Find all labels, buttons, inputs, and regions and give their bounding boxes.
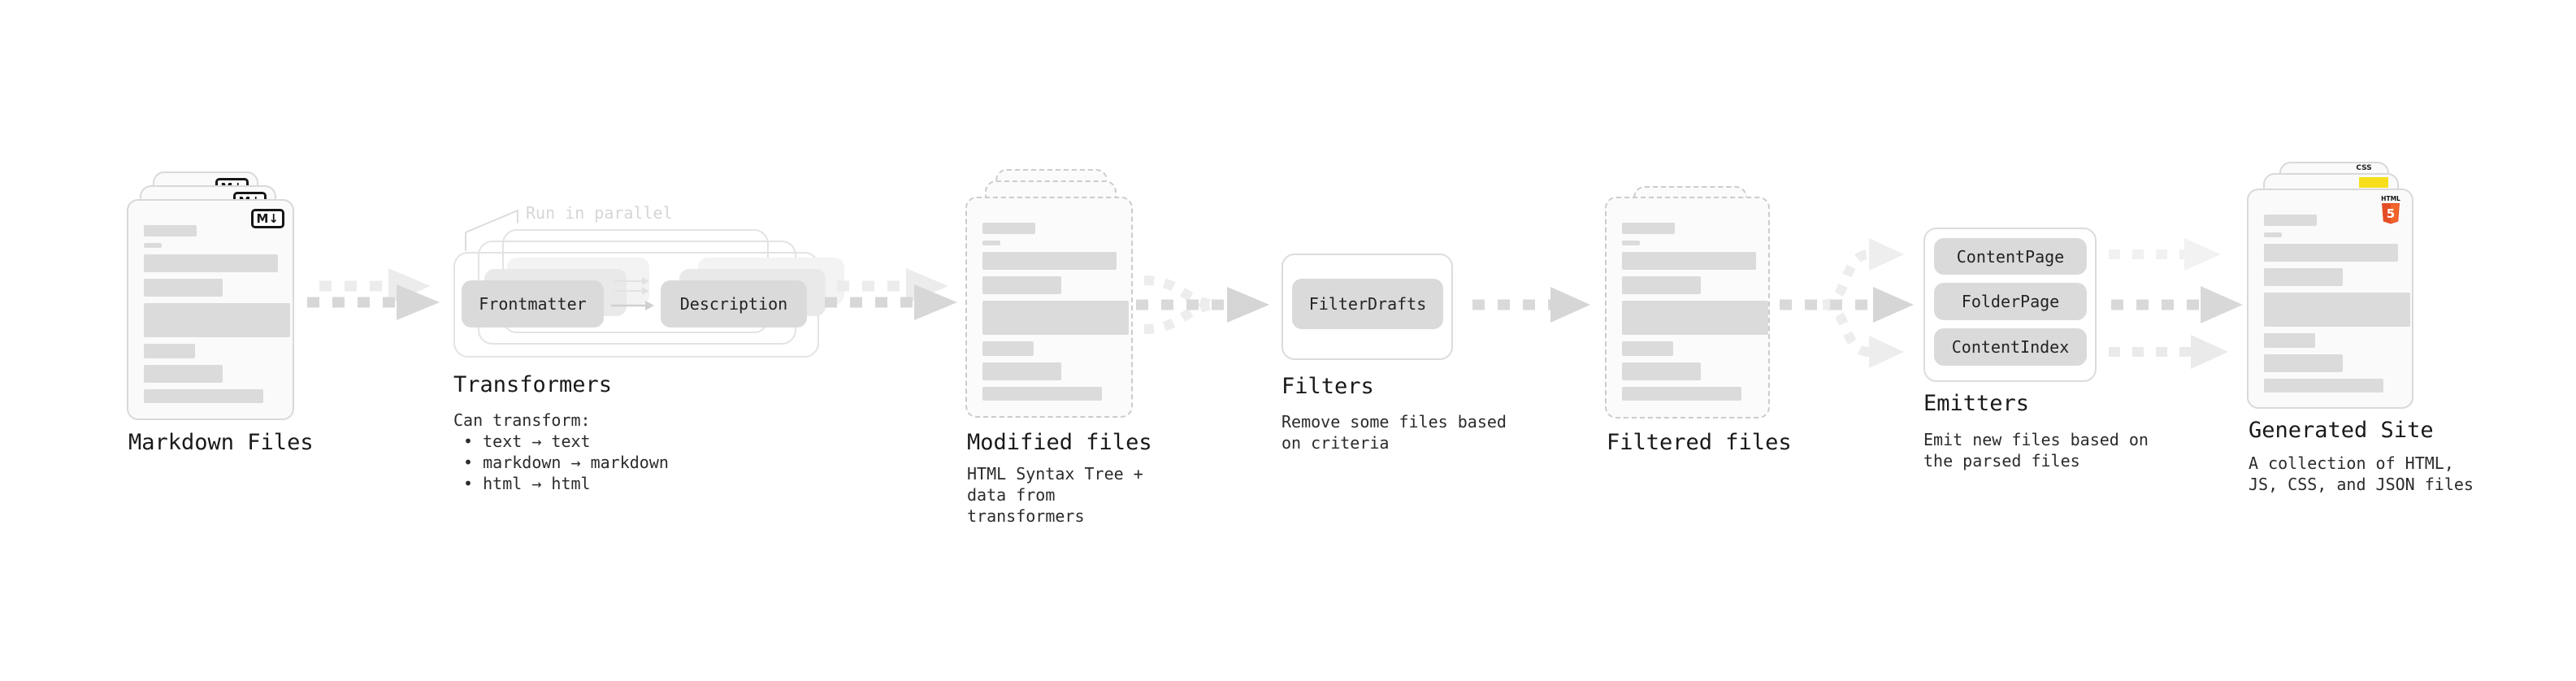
stage-description-filters: Remove some files based on criteria [1281,412,1507,453]
stage-label-modified-files: Modified files [967,430,1152,455]
emitter-folderpage-button: FolderPage [1934,283,2087,320]
document-text-placeholder [2264,215,2410,393]
stage-label-filtered-files: Filtered files [1607,430,1792,455]
stage-title-filters: Filters [1281,374,1374,399]
flow-arrow-transformers-to-modified [825,268,957,320]
transformer-description-button: Description [661,280,807,327]
stage-description-emitters: Emit new files based on the parsed files [1923,430,2149,471]
document-card-front: HTML 5 [2247,189,2413,409]
document-text-placeholder [1622,223,1768,401]
stage-transformers: Run in parallel Frontmatter Description … [453,195,844,536]
stage-title-transformers: Transformers [453,372,613,397]
flow-arrow-fanout-to-emitters [1780,238,1914,368]
emitter-contentpage-button: ContentPage [1934,238,2087,275]
document-text-placeholder [144,225,290,403]
stage-generated-site: CSS HTML 5 Generated Site A collection o… [2247,162,2491,503]
js-icon [2359,177,2388,188]
stage-description-transformers: Can transform: • text → text • markdown … [453,410,669,493]
stage-label-markdown-files: Markdown Files [128,430,314,455]
filter-drafts-button: FilterDrafts [1292,279,1443,329]
flow-arrow-emitters-to-site [2109,238,2243,369]
transformer-frontmatter-button: Frontmatter [462,280,604,327]
stage-title-emitters: Emitters [1923,391,2030,416]
flow-arrow-markdown-to-transformers [307,268,440,320]
stage-markdown-files: M↓ M↓ M↓ Markdown Files [127,171,354,464]
document-card-front: M↓ [127,199,294,420]
callout-line [465,210,518,251]
stage-emitters: ContentPage FolderPage ContentIndex Emit… [1923,228,2167,488]
document-card-front [1605,197,1770,419]
stage-filters: FilterDrafts Filters Remove some files b… [1281,254,1525,481]
run-in-parallel-annotation: Run in parallel [526,203,673,223]
document-card-front [965,197,1133,418]
flow-arrow-merge-to-filters [1136,275,1269,334]
stage-description-modified-files: HTML Syntax Tree + data from transformer… [967,464,1143,526]
stage-filtered-files: Filtered files [1605,186,1800,479]
svg-text:HTML: HTML [2381,195,2400,202]
svg-text:5: 5 [2387,206,2395,221]
stage-modified-files: Modified files HTML Syntax Tree + data f… [965,169,1177,526]
stage-label-generated-site: Generated Site [2249,418,2434,443]
flow-arrow-filters-to-filtered [1472,287,1590,323]
document-text-placeholder [982,223,1129,401]
markdown-icon: M↓ [250,209,284,228]
emitter-contentindex-button: ContentIndex [1934,328,2087,366]
stage-description-generated-site: A collection of HTML, JS, CSS, and JSON … [2249,453,2474,494]
html5-icon: HTML 5 [2381,195,2400,224]
parallel-arrows-icon [611,277,654,310]
